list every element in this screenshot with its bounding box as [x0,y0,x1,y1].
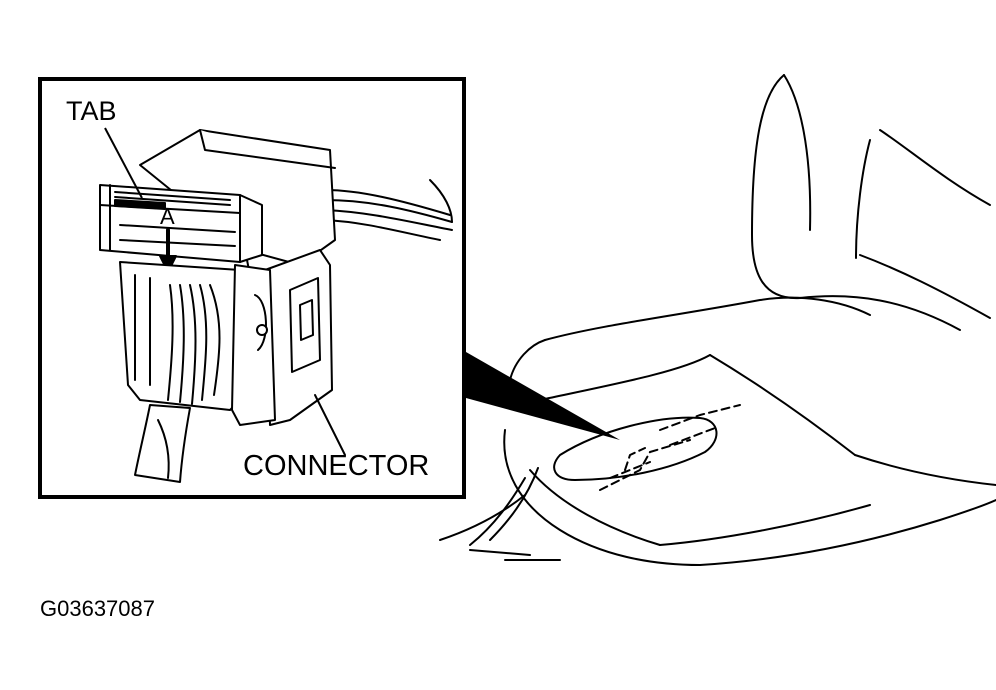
arrow-a-label: A [160,204,175,229]
callout-pointer [466,352,620,440]
seat-illustration [439,74,996,566]
tab-label: TAB [66,96,117,126]
connector-drawing [99,129,453,483]
connector-label: CONNECTOR [243,450,430,482]
figure-code: G03637087 [40,596,155,621]
tab-leader-line [104,127,143,199]
